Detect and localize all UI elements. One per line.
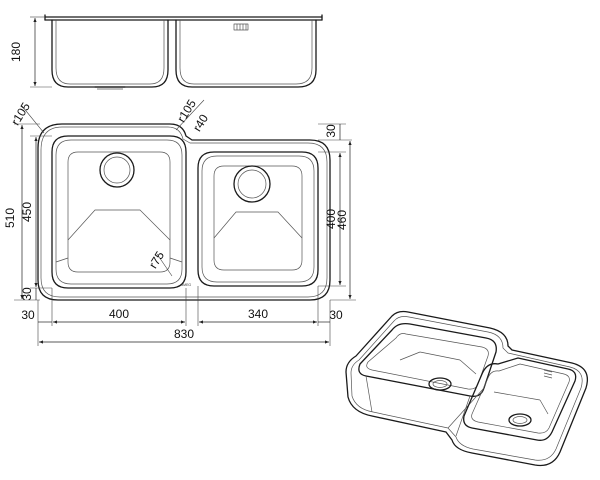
overflow-slot-icon — [233, 23, 249, 31]
iso-right-drain-icon — [508, 413, 532, 427]
radius-small-label: r75 — [146, 249, 167, 271]
right-bowl — [197, 151, 319, 287]
left-bowl-depth-label: 450 — [20, 202, 34, 222]
left-drain-icon — [99, 152, 135, 188]
rim-bottom-left-label: 30 — [20, 287, 34, 301]
rim-right-label: 30 — [329, 308, 343, 322]
iso-overflow-slot-icon — [543, 369, 553, 379]
left-bowl: SMEG — [51, 135, 192, 289]
overall-depth-label: 510 — [3, 208, 17, 228]
rim-top-label: 30 — [324, 124, 338, 138]
front-elevation: 180 — [9, 14, 323, 90]
right-bowl-width-label: 340 — [248, 307, 268, 321]
radius-corner-left-label: r105 — [8, 100, 33, 128]
right-drain-icon — [233, 165, 271, 203]
right-bowl-depth-label: 400 — [324, 209, 338, 229]
isometric-view — [345, 310, 589, 467]
right-depth-label: 460 — [335, 210, 349, 230]
height-dimension-label: 180 — [9, 42, 23, 62]
rim-left-label: 30 — [21, 308, 35, 322]
radius-inner-label: r40 — [190, 112, 211, 134]
left-bowl-width-label: 400 — [109, 307, 129, 321]
overall-width-label: 830 — [174, 327, 194, 341]
brand-mark: SMEG — [181, 283, 192, 287]
iso-left-drain-icon — [428, 377, 452, 391]
plan-view: SMEG r105 r105 r40 r75 510 450 — [3, 97, 356, 346]
